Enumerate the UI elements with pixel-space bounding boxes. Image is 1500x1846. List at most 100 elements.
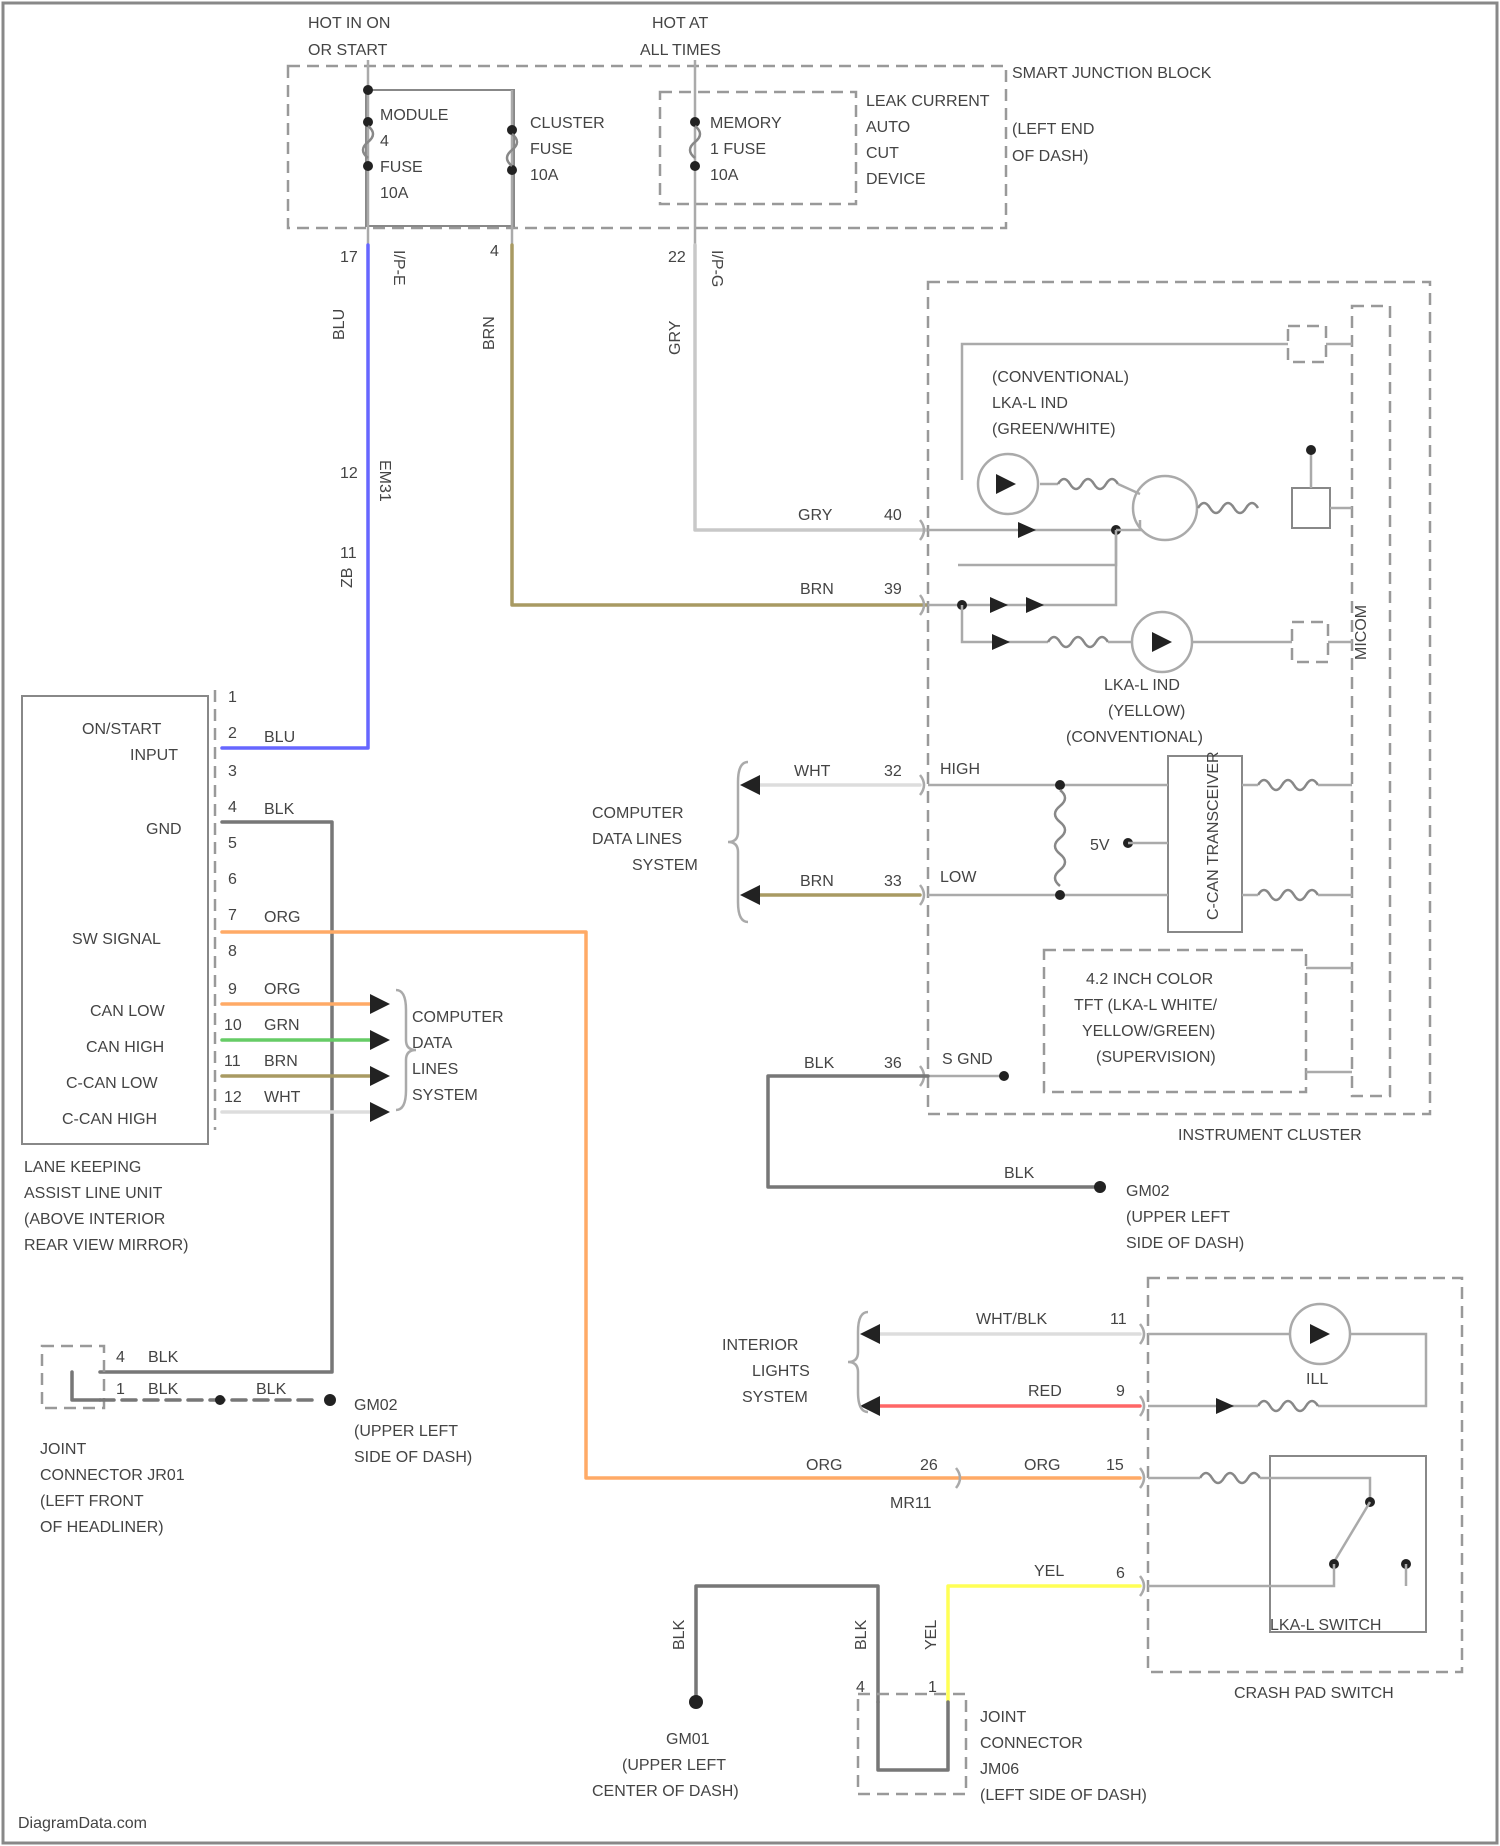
- ind2-connector: [1292, 622, 1328, 662]
- lkas-pin-3: 3: [228, 763, 237, 780]
- arrow-high: [740, 775, 760, 795]
- wire-blk-gm01-label-2: BLK: [853, 1619, 870, 1650]
- interior-lights-label: INTERIOR: [722, 1337, 798, 1354]
- pin-high: 32: [884, 763, 902, 780]
- computer-data-lines-2-b: DATA LINES: [592, 831, 682, 848]
- memory-fuse-label-2: 1 FUSE: [710, 141, 766, 158]
- ind2-resistor-icon: [1048, 637, 1108, 647]
- ind1-resistor-icon: [1058, 479, 1118, 489]
- interior-lights-label-2: LIGHTS: [752, 1363, 810, 1380]
- lkas-unit-label-3: (ABOVE INTERIOR: [24, 1211, 165, 1228]
- crash-pin-red: 9: [1116, 1383, 1125, 1400]
- ind2-label: LKA-L IND: [1104, 677, 1180, 694]
- lkas-on-start-label-2: INPUT: [130, 747, 178, 764]
- gm02-ground-icon: [1094, 1181, 1106, 1193]
- tft-label-4: (SUPERVISION): [1096, 1049, 1216, 1066]
- memory-fuse-label: MEMORY: [710, 115, 782, 132]
- wire-brn-label-2: BRN: [800, 581, 834, 598]
- computer-data-lines-d: SYSTEM: [412, 1087, 478, 1104]
- micom-outline: [1352, 306, 1390, 1096]
- lkas-pin-2: 2: [228, 725, 237, 742]
- cluster-pin-gry: 40: [884, 507, 902, 524]
- computer-data-lines-b: DATA: [412, 1035, 453, 1052]
- mid-pin-2: 11: [340, 545, 357, 562]
- wire-blu-label-2: BLU: [264, 729, 295, 746]
- lkas-pin-11: 11: [224, 1053, 241, 1070]
- jr01-wire-label-a: BLK: [148, 1349, 179, 1366]
- wire-blk-label-cluster: BLK: [804, 1055, 835, 1072]
- wire-wht-c-can-label: WHT: [264, 1089, 301, 1106]
- smart-junction-label-3: OF DASH): [1012, 148, 1088, 165]
- wire-org-sw-label-2: ORG: [806, 1457, 842, 1474]
- ind1-driver-box: [1292, 488, 1330, 528]
- jr01-bridge: [72, 1372, 100, 1400]
- ind1-label-2: LKA-L IND: [992, 395, 1068, 412]
- smart-junction-block: HOT IN ON OR START HOT AT ALL TIMES SMAR…: [288, 15, 1212, 287]
- lka-switch-resistor: [1200, 1473, 1260, 1483]
- leak-device-label-3: CUT: [866, 145, 899, 162]
- wire-blk-gm01-label: BLK: [671, 1619, 688, 1650]
- gm02-label-3: SIDE OF DASH): [1126, 1235, 1244, 1252]
- wire-blk-gm01: [696, 1586, 878, 1702]
- mid-conn-2: ZB: [339, 568, 356, 588]
- crash-pin-org: 15: [1106, 1457, 1124, 1474]
- conn-memory: I/P-G: [708, 250, 725, 287]
- interior-lights-label-3: SYSTEM: [742, 1389, 808, 1406]
- pin-cluster: 4: [490, 243, 499, 260]
- tft-label-2: TFT (LKA-L WHITE/: [1074, 997, 1218, 1014]
- wire-org-can-label: ORG: [264, 981, 300, 998]
- wire-blk-lkas-label: BLK: [264, 801, 295, 818]
- lkas-c-can-low-label: C-CAN LOW: [66, 1075, 158, 1092]
- gm01-label: GM01: [666, 1731, 710, 1748]
- watermark-text: DiagramData.com: [18, 1815, 147, 1832]
- transistor-icon: [1133, 476, 1197, 540]
- cluster-fuse-label-2: FUSE: [530, 141, 573, 158]
- module-fuse-label-2: 4: [380, 133, 389, 150]
- high-label: HIGH: [940, 761, 980, 778]
- wire-red-label: RED: [1028, 1383, 1062, 1400]
- computer-data-lines: COMPUTER: [412, 1009, 504, 1026]
- tft-label-3: YELLOW/GREEN): [1082, 1023, 1215, 1040]
- smart-junction-label-2: (LEFT END: [1012, 121, 1094, 138]
- low-label: LOW: [940, 869, 977, 886]
- leak-device-label-4: DEVICE: [866, 171, 926, 188]
- arrow-low: [740, 885, 760, 905]
- ill-label: ILL: [1306, 1371, 1328, 1388]
- jr01-pin-b: 1: [116, 1381, 125, 1398]
- module-fuse-label-3: FUSE: [380, 159, 423, 176]
- wire-gry-cluster: [695, 245, 928, 530]
- gm02-b-label-2: (UPPER LEFT: [354, 1423, 458, 1440]
- jr01-wire-label-b: BLK: [148, 1381, 179, 1398]
- jr01-label-2: CONNECTOR JR01: [40, 1467, 185, 1484]
- ill-resistor-icon: [1258, 1401, 1318, 1411]
- can-termination-icon: [1055, 790, 1065, 886]
- wire-org-sw-label: ORG: [264, 909, 300, 926]
- cluster-fuse-label-3: 10A: [530, 167, 559, 184]
- wire-yel: [948, 1586, 1140, 1702]
- wire-brn-low-label: BRN: [800, 873, 834, 890]
- wire-brn-cluster: [512, 245, 928, 605]
- cluster-fuse-label: CLUSTER: [530, 115, 605, 132]
- instrument-cluster-label: INSTRUMENT CLUSTER: [1178, 1127, 1362, 1144]
- lkas-pin-8: 8: [228, 943, 237, 960]
- v5-label: 5V: [1090, 837, 1110, 854]
- ind1-label: (CONVENTIONAL): [992, 369, 1129, 386]
- crash-pad-label: CRASH PAD SWITCH: [1234, 1685, 1394, 1702]
- cluster-data-lines: WHT BRN COMPUTER DATA LINES SYSTEM: [592, 762, 920, 922]
- can-high-resistor: [1258, 780, 1318, 790]
- lkas-can-high-label: CAN HIGH: [86, 1039, 164, 1056]
- ind1-connector: [1288, 326, 1326, 362]
- cluster-pin-brn: 39: [884, 581, 902, 598]
- jr01-label-3: (LEFT FRONT: [40, 1493, 144, 1510]
- lkas-sw-signal-label: SW SIGNAL: [72, 931, 161, 948]
- lkas-pin-6: 6: [228, 871, 237, 888]
- crash-pad-outline: [1148, 1278, 1462, 1672]
- pin-module: 17: [340, 249, 358, 266]
- jm-label-3: JM06: [980, 1761, 1019, 1778]
- computer-data-lines-2: COMPUTER: [592, 805, 684, 822]
- gm02-b-ground-icon: [324, 1394, 336, 1406]
- lkas-pin-5: 5: [228, 835, 237, 852]
- interior-bracket: [848, 1312, 868, 1412]
- jr01-label-4: OF HEADLINER): [40, 1519, 164, 1536]
- pin-gnd: 36: [884, 1055, 902, 1072]
